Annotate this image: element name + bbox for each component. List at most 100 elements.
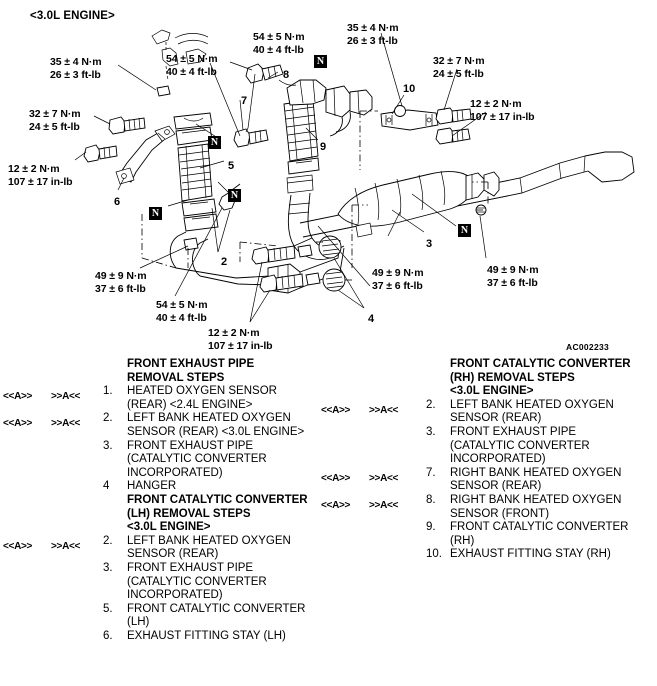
n-marker-icon: N	[208, 136, 221, 149]
removal-step-item: 2. LEFT BANK HEATED OXYGEN SENSOR (REAR)	[426, 399, 614, 426]
fastener-hardware	[83, 63, 487, 293]
torque-nm: 32 ± 7 N·m	[433, 55, 485, 67]
step-text: RIGHT BANK HEATED OXYGEN SENSOR (FRONT)	[450, 494, 622, 520]
step-number: 9.	[426, 521, 436, 534]
torque-nm: 49 ± 9 N·m	[372, 267, 424, 279]
removal-step-item: 1.HEATED OXYGEN SENSOR (REAR) <2.4L ENGI…	[103, 385, 277, 412]
n-marker-icon: N	[314, 55, 327, 68]
torque-ftlb: 26 ± 3 ft-lb	[347, 34, 398, 47]
step-text: HANGER	[127, 480, 177, 493]
step-number: 7.	[426, 466, 436, 479]
removal-step-item: 5.FRONT CATALYTIC CONVERTER (LH)	[103, 603, 305, 630]
step-text: EXHAUST FITTING STAY (LH)	[127, 630, 286, 642]
reference-marker-after: >>A<<	[51, 391, 81, 403]
torque-nm: 49 ± 9 N·m	[95, 270, 147, 282]
reference-marker-before: <<A>>	[321, 472, 351, 484]
torque-ftlb: 37 ± 6 ft-lb	[487, 276, 538, 289]
reference-marker-after: >>A<<	[369, 500, 399, 511]
step-text: FRONT EXHAUST PIPE (CATALYTIC CONVERTER …	[450, 426, 590, 466]
removal-step-item: 2. LEFT BANK HEATED OXYGEN SENSOR (REAR) …	[103, 412, 304, 439]
step-text: LEFT BANK HEATED OXYGEN SENSOR (REAR)	[450, 398, 614, 425]
removal-step-item: 3.FRONT EXHAUST PIPE (CATALYTIC CONVERTE…	[103, 562, 267, 603]
reference-marker-after: >>A<<	[51, 418, 81, 430]
steps-group-heading: FRONT CATALYTIC CONVERTER (LH) REMOVAL S…	[127, 494, 308, 534]
step-number: 2.	[103, 534, 113, 547]
reference-marker-after: >>A<<	[51, 540, 81, 552]
torque-ftlb: 40 ± 4 ft-lb	[253, 43, 304, 56]
torque-ftlb: 37 ± 6 ft-lb	[95, 282, 146, 295]
step-number: 10.	[426, 548, 442, 561]
step-text: RIGHT BANK HEATED OXYGEN SENSOR (REAR)	[450, 466, 622, 493]
exhaust-system-diagram	[74, 29, 635, 323]
step-text: FRONT EXHAUST PIPE (CATALYTIC CONVERTER …	[127, 439, 267, 479]
removal-step-item: 2. LEFT BANK HEATED OXYGEN SENSOR (REAR)	[103, 535, 291, 562]
removal-step-item: 3. FRONT EXHAUST PIPE (CATALYTIC CONVERTE…	[103, 440, 267, 481]
n-marker-icon: N	[149, 207, 162, 220]
torque-nm: 54 ± 5 N·m	[166, 53, 218, 65]
torque-ftlb: 107 ± 17 in-lb	[208, 339, 273, 352]
reference-marker-before: <<A>>	[3, 540, 33, 552]
step-number: 2.	[103, 412, 113, 425]
reference-marker-after: >>A<<	[369, 472, 399, 484]
callout-number-4: 4	[368, 313, 375, 325]
front-catalytic-converter-body	[337, 170, 500, 238]
torque-nm: 49 ± 9 N·m	[487, 264, 539, 276]
torque-ftlb: 107 ± 17 in-lb	[470, 110, 535, 123]
reference-marker-before: <<A>>	[321, 500, 351, 511]
hanger-bracket	[115, 125, 176, 185]
step-number: 3.	[103, 439, 113, 452]
lh-front-catalytic-converter	[173, 112, 219, 232]
removal-step-item: 6. EXHAUST FITTING STAY (LH)	[103, 630, 286, 644]
callout-number-8: 8	[283, 69, 290, 81]
steps-group-heading: FRONT EXHAUST PIPE REMOVAL STEPS	[127, 358, 255, 384]
removal-step-item: 10.EXHAUST FITTING STAY (RH)	[426, 548, 611, 562]
step-number: 8.	[426, 494, 436, 506]
callout-number-2: 2	[221, 256, 228, 268]
step-number: 2.	[426, 398, 436, 411]
leader-lines	[74, 32, 487, 323]
reference-marker-before: <<A>>	[3, 391, 33, 403]
torque-nm: 54 ± 5 N·m	[253, 31, 305, 43]
callout-number-3: 3	[426, 238, 433, 250]
hidden-bracket-outline	[151, 29, 209, 81]
removal-step-item: 8. RIGHT BANK HEATED OXYGEN SENSOR (FRONT…	[426, 494, 621, 521]
rh-front-catalytic-converter	[283, 79, 373, 175]
torque-nm: 54 ± 5 N·m	[156, 299, 208, 311]
torque-ftlb: 37 ± 6 ft-lb	[372, 279, 423, 292]
exhaust-fitting-stay-rh	[380, 109, 439, 131]
torque-nm: 35 ± 4 N·m	[50, 56, 102, 68]
page-title: <3.0L ENGINE>	[30, 10, 115, 22]
torque-nm: 12 ± 2 N·m	[8, 163, 60, 175]
torque-nm: 12 ± 2 N·m	[470, 98, 522, 110]
step-text: HEATED OXYGEN SENSOR (REAR) <2.4L ENGINE…	[127, 385, 277, 411]
callout-number-10: 10	[403, 83, 416, 95]
callout-number-6: 6	[114, 196, 121, 208]
reference-marker-after: >>A<<	[369, 404, 399, 416]
callout-number-7: 7	[241, 95, 248, 107]
removal-step-item: 9.FRONT CATALYTIC CONVERTER (RH)	[426, 521, 628, 548]
step-number: 5.	[103, 602, 113, 615]
step-text: FRONT EXHAUST PIPE (CATALYTIC CONVERTER …	[127, 562, 267, 602]
torque-ftlb: 26 ± 3 ft-lb	[50, 68, 101, 81]
reference-marker-before: <<A>>	[3, 418, 33, 430]
torque-ftlb: 40 ± 4 ft-lb	[166, 65, 217, 78]
torque-nm: 35 ± 4 N·m	[347, 22, 399, 34]
step-text: LEFT BANK HEATED OXYGEN SENSOR (REAR) <3…	[127, 412, 305, 438]
step-text: LEFT BANK HEATED OXYGEN SENSOR (REAR)	[127, 534, 291, 561]
step-number: 6.	[103, 630, 113, 642]
torque-ftlb: 24 ± 5 ft-lb	[433, 67, 484, 80]
step-number: 3.	[426, 426, 436, 438]
